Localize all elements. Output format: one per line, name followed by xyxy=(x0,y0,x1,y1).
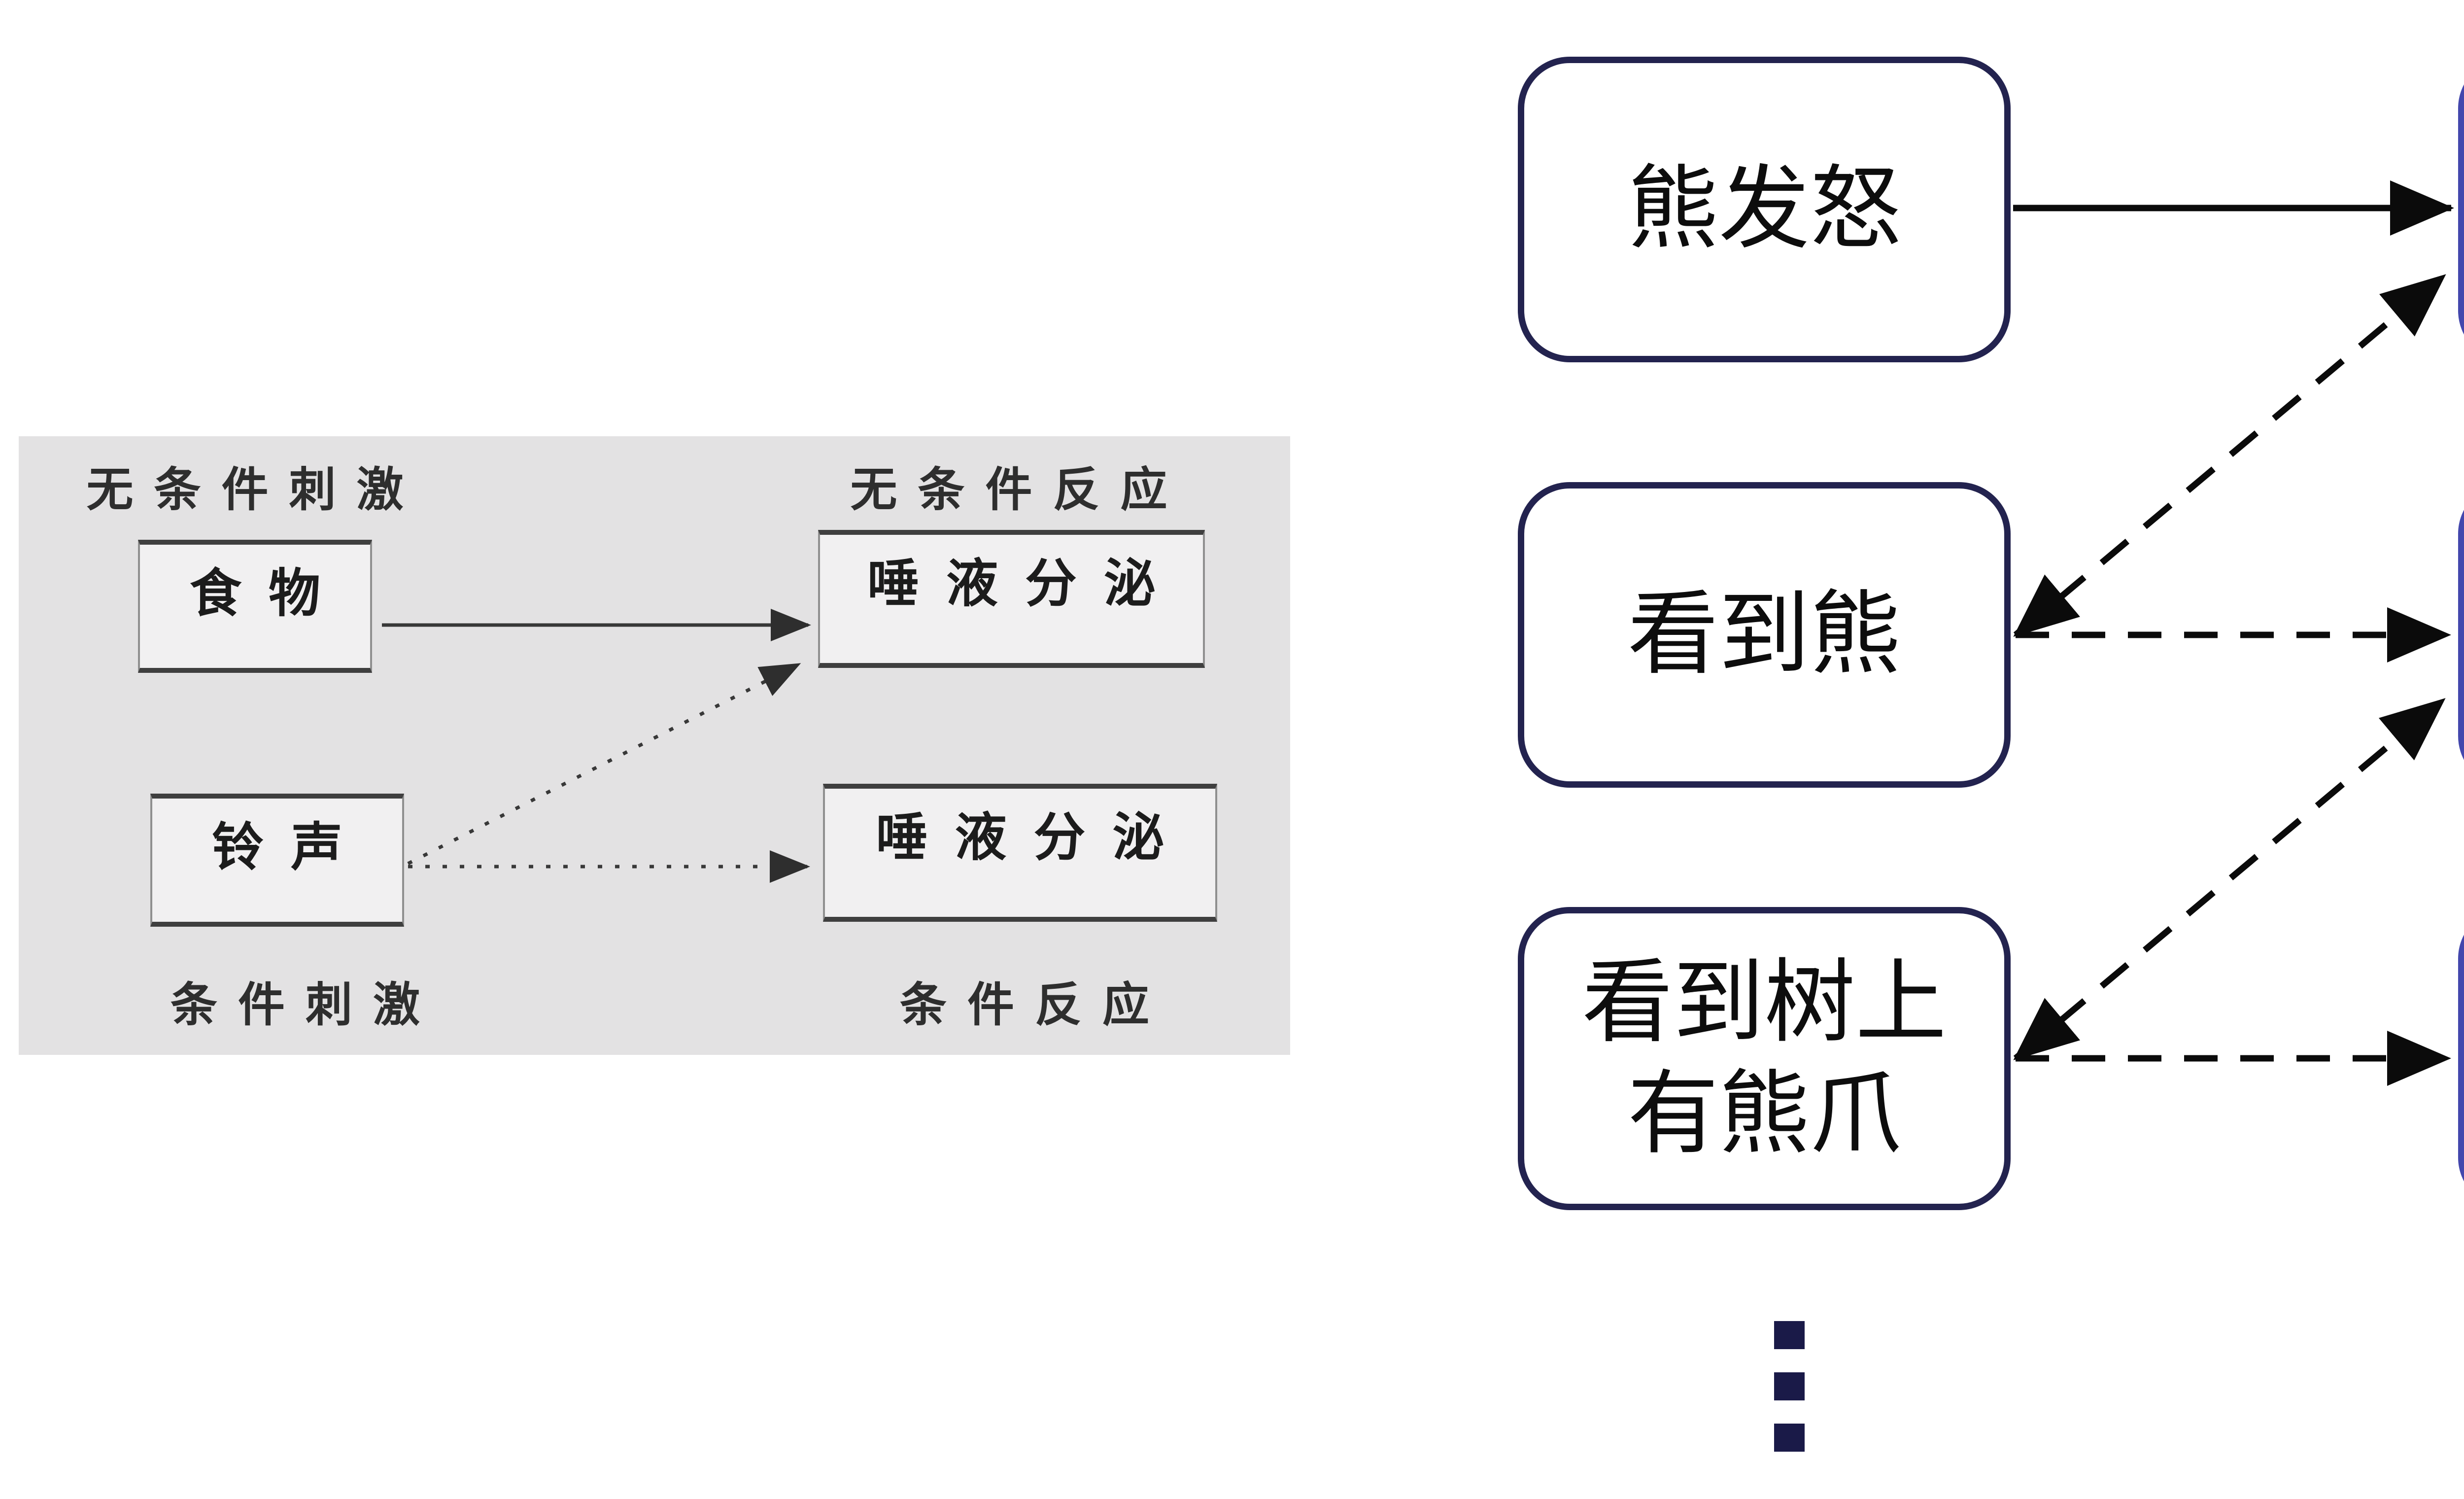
label-unconditioned-stimulus: 无条件刺激 xyxy=(86,463,424,516)
see-bear-box: 看到熊 xyxy=(1518,482,2011,788)
saliva-box-top: 唾液分泌 xyxy=(818,530,1205,668)
dot xyxy=(1774,1321,1805,1349)
ellipsis-dots-left xyxy=(1774,1321,1805,1452)
food-box: 食物 xyxy=(138,540,372,673)
arrow-see-claw-to-value-next-dashed xyxy=(2013,697,2446,1061)
value-next-state-box: V(s′) xyxy=(2458,482,2464,788)
value-current-state-box: V(s) xyxy=(2458,907,2464,1209)
dot xyxy=(1774,1372,1805,1400)
see-claw-label-line2: 有熊爪 xyxy=(1627,1063,1901,1165)
bear-angry-box: 熊发怒 xyxy=(1518,57,2011,362)
see-bear-label: 看到熊 xyxy=(1627,584,1901,686)
bell-box: 铃声 xyxy=(150,794,404,927)
reward-box: 奖励 xyxy=(2458,57,2464,362)
saliva-box-bottom: 唾液分泌 xyxy=(823,784,1217,922)
pavlov-panel: 无条件刺激 无条件反应 食物 唾液分泌 铃声 唾液分泌 条件刺激 条件反应 xyxy=(19,436,1290,1055)
arrow-see-bear-to-reward-dashed xyxy=(2013,274,2446,637)
label-unconditioned-response: 无条件反应 xyxy=(850,463,1188,516)
dot xyxy=(1774,1424,1805,1452)
label-conditioned-response: 条件反应 xyxy=(899,978,1170,1031)
label-conditioned-stimulus: 条件刺激 xyxy=(170,978,441,1031)
see-claw-label-line1: 看到树上 xyxy=(1582,951,1947,1053)
see-claw-box: 看到树上 有熊爪 xyxy=(1518,907,2011,1210)
bear-angry-label: 熊发怒 xyxy=(1627,158,1901,260)
